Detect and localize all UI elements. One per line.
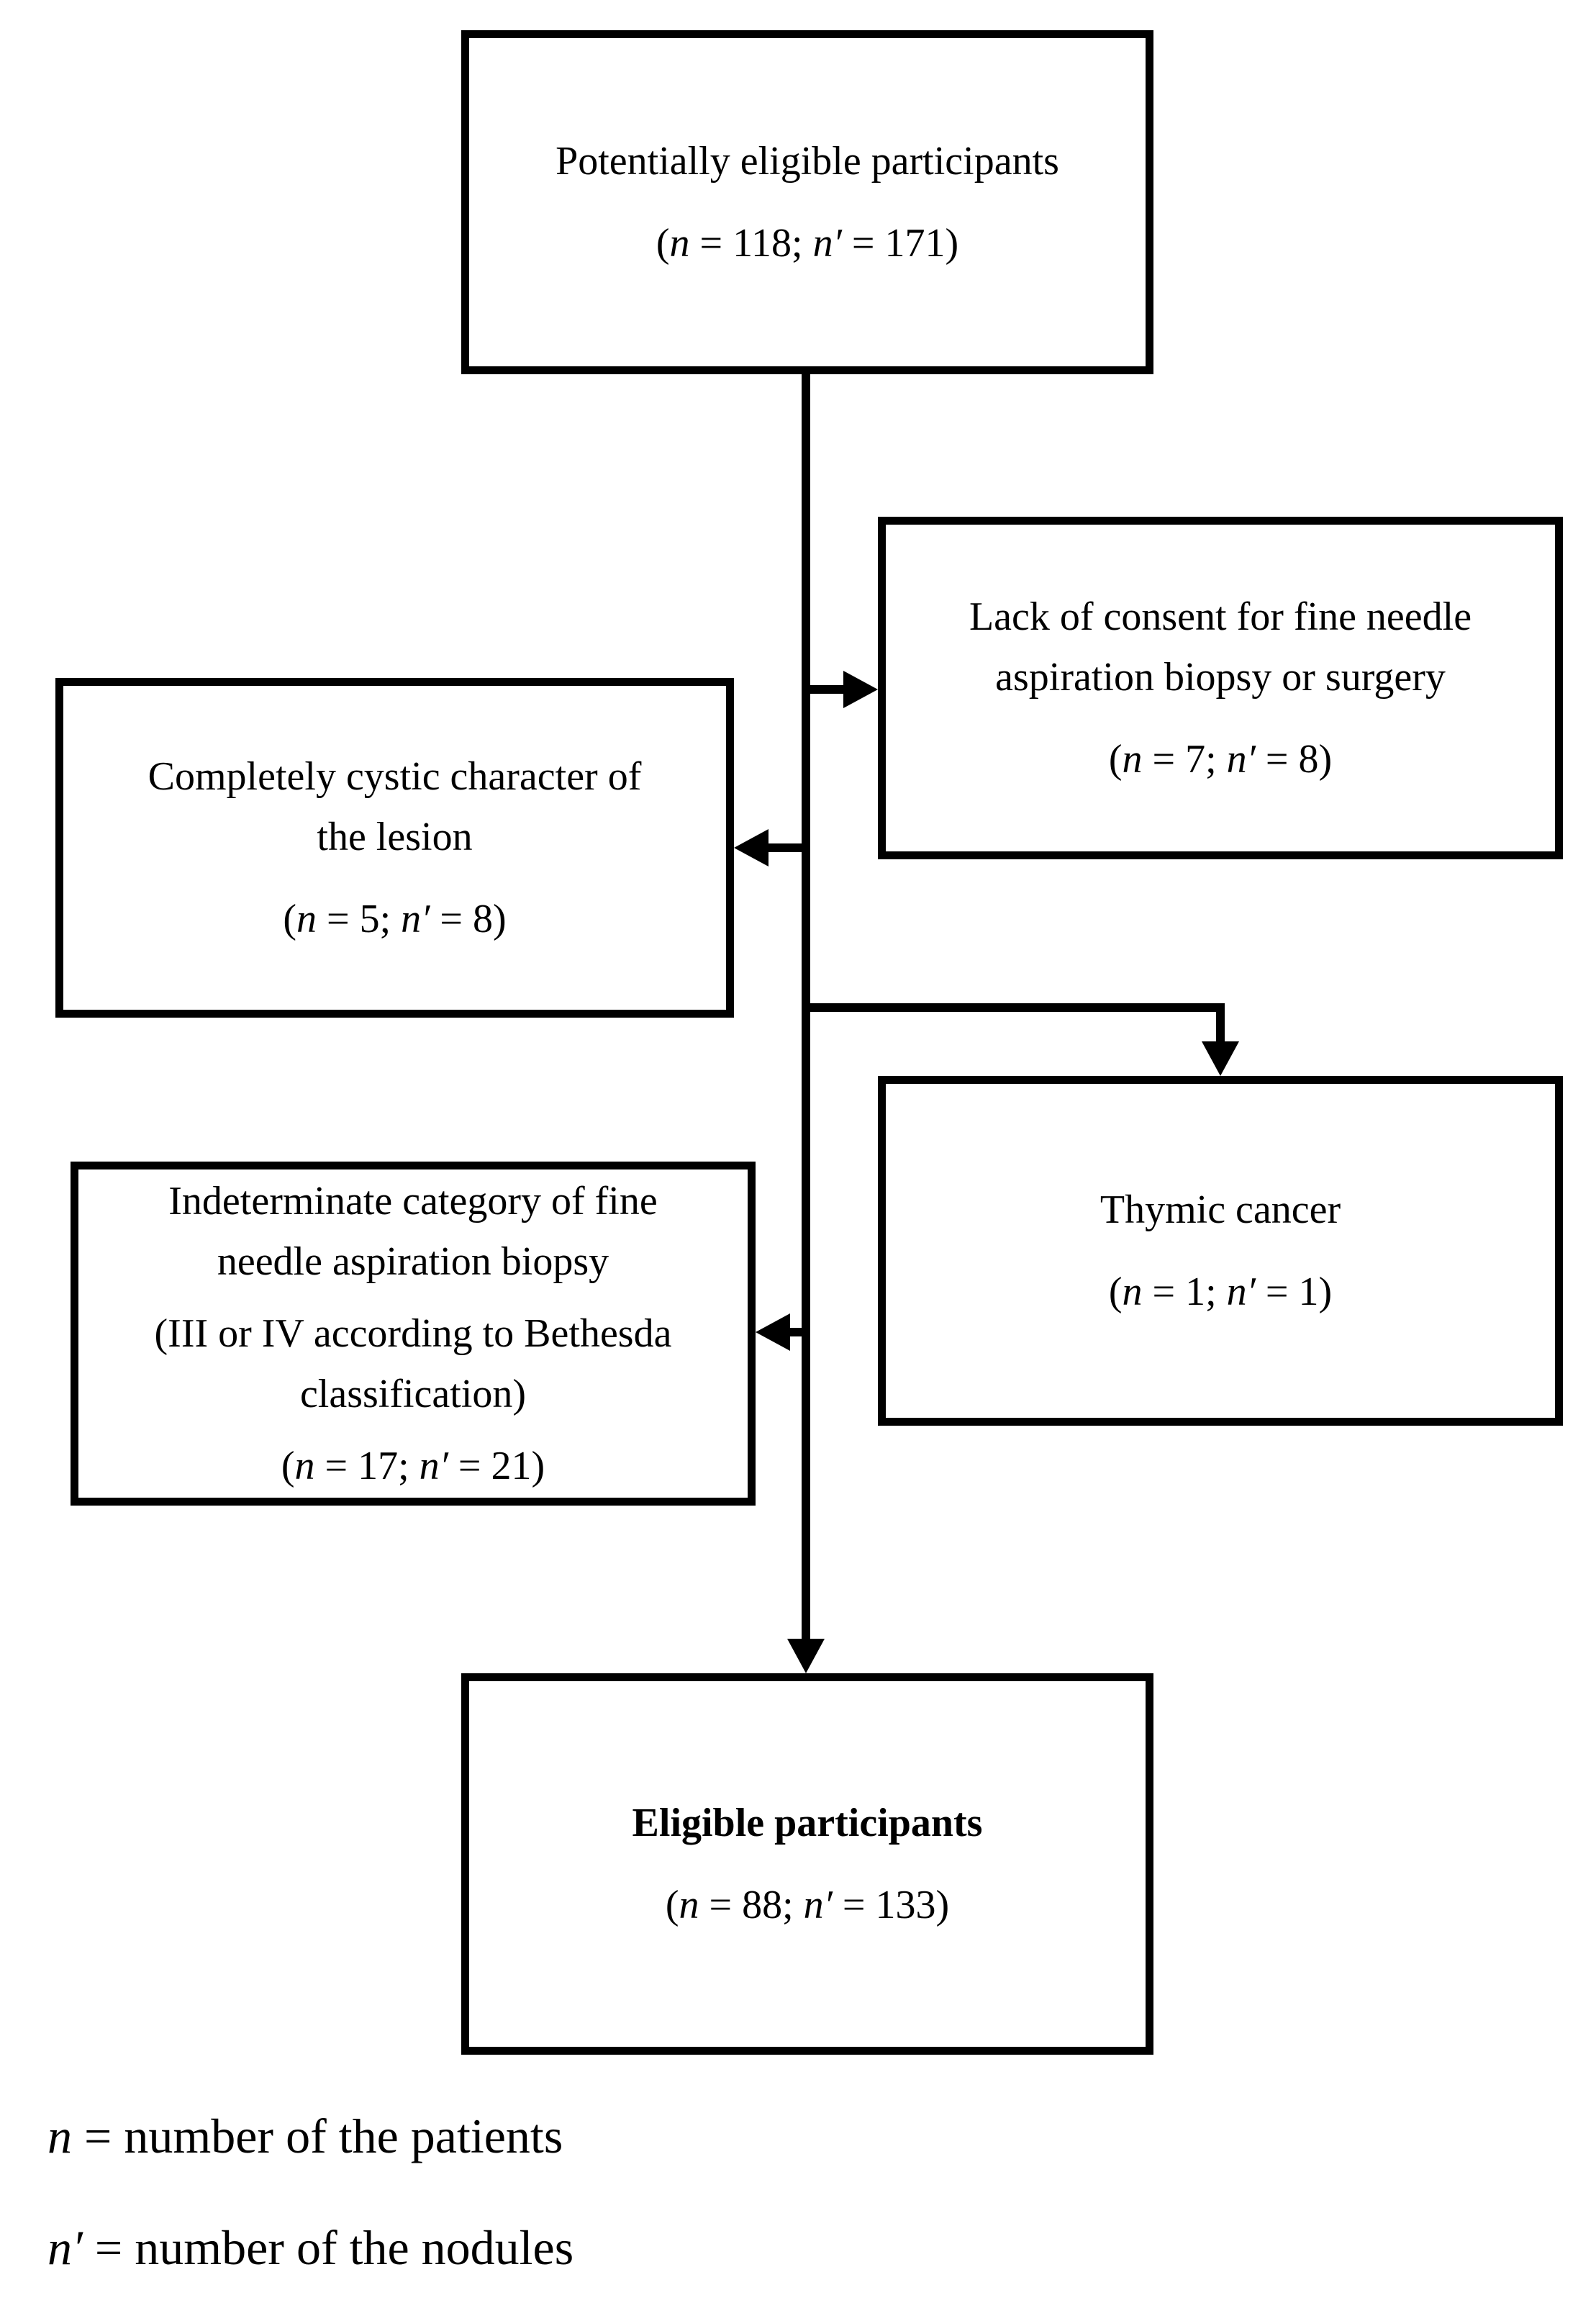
box-title: Potentially eligible participants xyxy=(556,139,1059,184)
box-title: Thymic cancer xyxy=(1099,1187,1341,1232)
box-stat: (n = 88; n′ = 133) xyxy=(665,1883,950,1927)
box-title: Completely cystic character of the lesio… xyxy=(148,754,642,859)
box-eligible-participants: Eligible participants (n = 88; n′ = 133) xyxy=(461,1673,1153,2055)
arrow-head-down-eligible-icon xyxy=(787,1639,825,1673)
arrow-head-down-thymic-icon xyxy=(1202,1041,1239,1076)
box-title: Lack of consent for fine needle aspirati… xyxy=(969,594,1472,700)
box-stat: (n = 1; n′ = 1) xyxy=(1108,1270,1333,1314)
box-stat: (n = 118; n′ = 171) xyxy=(656,221,959,266)
arrow-head-left-indeterminate-icon xyxy=(756,1313,790,1351)
connector-to-thymic-horizontal xyxy=(802,1003,1225,1012)
box-potentially-eligible-participants: Potentially eligible participants (n = 1… xyxy=(461,30,1153,374)
box-title: Indeterminate category of fine needle as… xyxy=(168,1179,658,1284)
box-completely-cystic-lesion: Completely cystic character of the lesio… xyxy=(55,678,734,1018)
box-stat: (n = 5; n′ = 8) xyxy=(283,897,507,941)
connector-to-completely-cystic xyxy=(766,843,806,852)
box-stat: (n = 17; n′ = 21) xyxy=(281,1444,545,1488)
connector-to-lack-of-consent xyxy=(802,685,846,694)
footnote-n-patients: n = number of the patients xyxy=(47,2109,563,2163)
footnote-nprime-nodules: n′ = number of the nodules xyxy=(47,2220,574,2275)
box-thymic-cancer: Thymic cancer (n = 1; n′ = 1) xyxy=(878,1076,1563,1426)
box-indeterminate-category: Indeterminate category of fine needle as… xyxy=(71,1162,756,1506)
arrow-head-left-completely-cystic-icon xyxy=(734,829,768,867)
connector-to-indeterminate xyxy=(787,1328,806,1336)
box-lack-of-consent: Lack of consent for fine needle aspirati… xyxy=(878,517,1563,859)
box-stat: (n = 7; n′ = 8) xyxy=(1108,737,1333,782)
box-title: Eligible participants xyxy=(632,1801,983,1845)
box-subtitle: (III or IV according to Bethesda classif… xyxy=(154,1311,672,1416)
connector-to-thymic-vertical xyxy=(1216,1003,1225,1044)
arrow-head-right-lack-of-consent-icon xyxy=(843,671,878,708)
